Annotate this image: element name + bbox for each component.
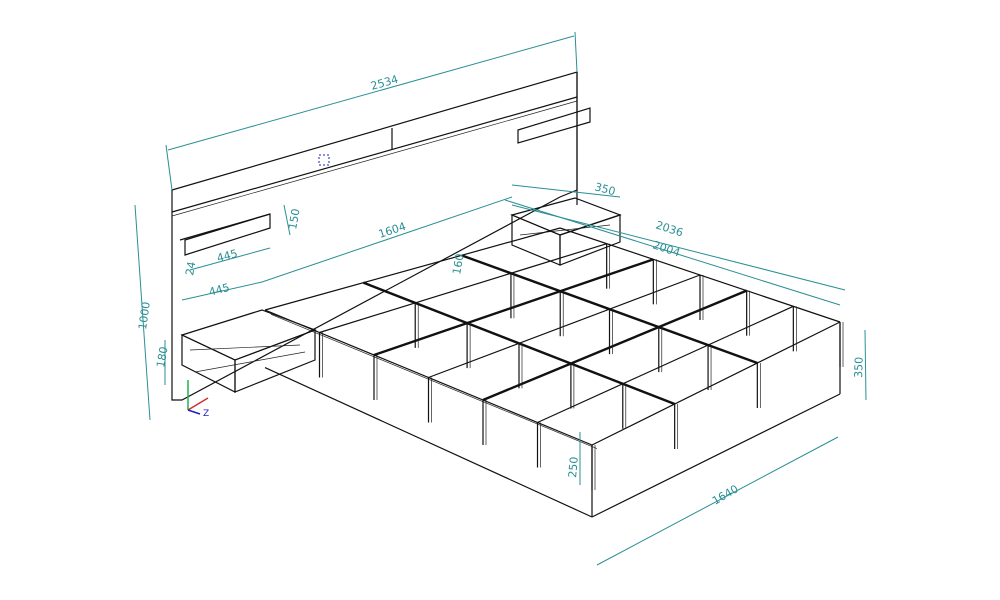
dim-1640: 1640 — [710, 482, 741, 507]
frame-edge — [591, 321, 841, 446]
crossbar — [537, 305, 794, 424]
axis-triad: Z — [187, 380, 209, 419]
dimensions — [134, 31, 867, 566]
frame-edge — [264, 367, 593, 518]
axis-z-label: Z — [203, 409, 209, 419]
dim-445-shelf: 445 — [215, 247, 239, 265]
dim-250: 250 — [566, 456, 581, 478]
headboard[interactable] — [171, 71, 591, 401]
frame-edge — [264, 227, 561, 311]
dim-350-side: 350 — [852, 357, 866, 378]
dim-180: 180 — [154, 346, 170, 369]
frame-edge — [591, 393, 841, 518]
bed-frame[interactable] — [264, 227, 844, 518]
dimension-labels: 2534 350 2036 2004 1604 160 150 445 24 4… — [136, 73, 866, 508]
dim-2004: 2004 — [651, 238, 682, 259]
dim-350-top: 350 — [593, 180, 617, 198]
dim-24: 24 — [183, 260, 198, 276]
dim-150: 150 — [286, 208, 302, 231]
dim-2534: 2534 — [369, 73, 399, 93]
crossbar — [428, 274, 701, 379]
frame-edge — [270, 314, 598, 449]
crossbar — [319, 243, 607, 334]
dim-160: 160 — [450, 253, 466, 276]
selection-marker[interactable] — [318, 154, 330, 166]
dim-1000: 1000 — [136, 301, 153, 331]
right-nightstand[interactable] — [510, 197, 622, 266]
dim-2036: 2036 — [654, 218, 685, 239]
dim-445-nightstand: 445 — [207, 281, 231, 299]
